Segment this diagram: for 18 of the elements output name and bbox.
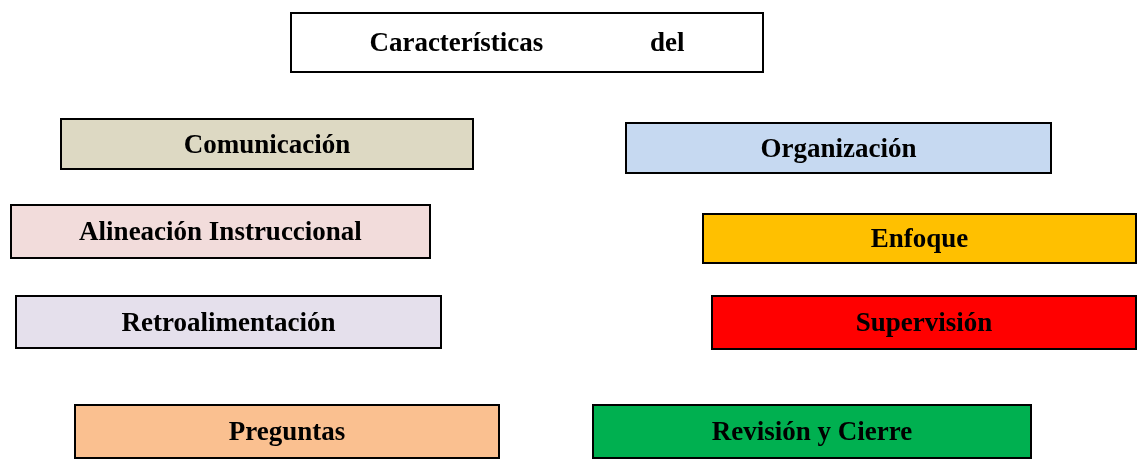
category-label: Supervisión <box>855 307 993 338</box>
category-box <box>702 213 1137 264</box>
category-box <box>711 295 1137 350</box>
category-label: Revisión y Cierre <box>711 416 913 447</box>
category-label: Preguntas <box>228 416 346 447</box>
category-box <box>592 404 1032 459</box>
category-box <box>60 118 474 170</box>
category-box <box>74 404 500 459</box>
category-label: Alineación Instruccional <box>79 216 362 247</box>
category-box <box>625 122 1052 174</box>
category-box <box>10 204 431 259</box>
category-label: Comunicación <box>183 128 351 160</box>
category-label: Enfoque <box>870 223 969 254</box>
title-box <box>290 12 764 73</box>
category-label: Retroalimentación <box>121 306 336 338</box>
category-box <box>15 295 442 349</box>
category-label: Organización <box>760 132 917 164</box>
title-text: Características del <box>369 27 685 58</box>
